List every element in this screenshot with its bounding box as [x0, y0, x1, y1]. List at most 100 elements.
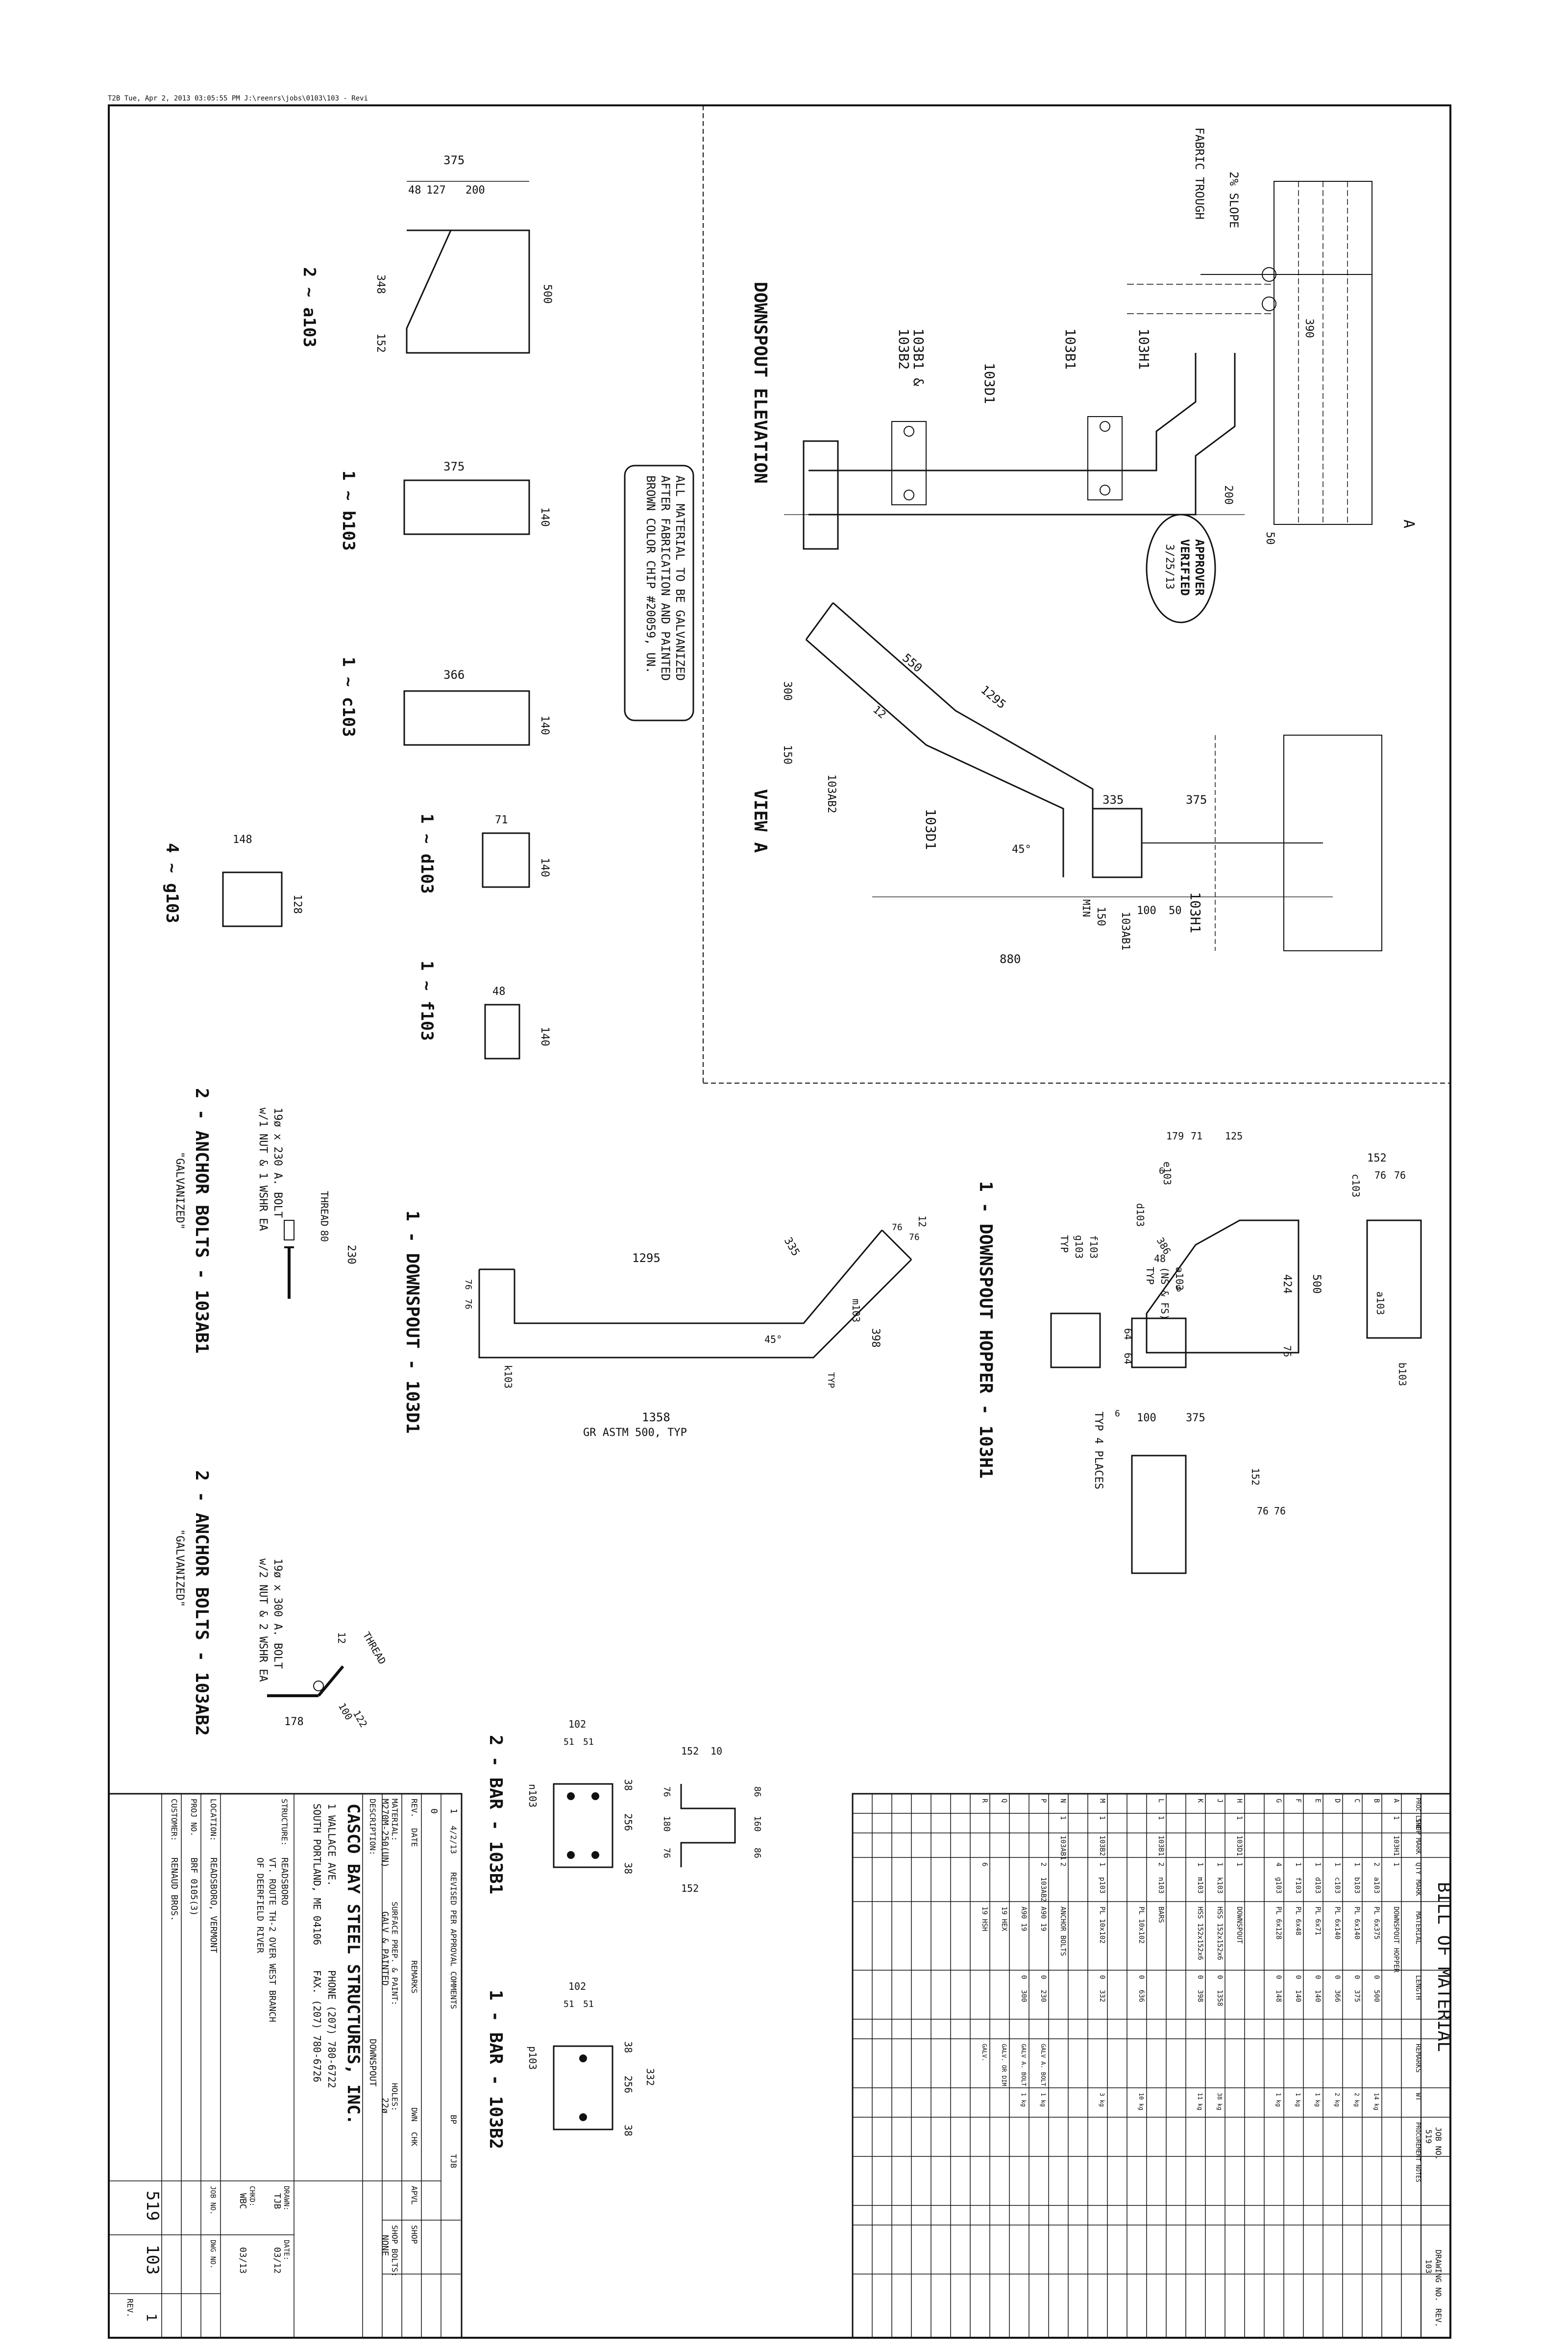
svg-text:DOWNSPOUT: DOWNSPOUT: [1235, 1906, 1243, 1944]
svg-text:0: 0: [1098, 1975, 1106, 1979]
svg-text:1 WALLACE AVE.: 1 WALLACE AVE.: [326, 1804, 338, 1886]
svg-text:152: 152: [681, 1745, 699, 1757]
svg-text:m103: m103: [1196, 1877, 1204, 1894]
svg-text:2 kg: 2 kg: [1334, 2093, 1341, 2107]
svg-text:140: 140: [539, 507, 551, 527]
svg-text:JOB NO.: JOB NO.: [209, 2186, 217, 2215]
svg-text:"GALVANIZED": "GALVANIZED": [173, 1529, 186, 1607]
svg-text:1: 1: [1059, 1816, 1067, 1820]
svg-text:SURFACE PREP. & PAINT:: SURFACE PREP. & PAINT:: [390, 1902, 399, 2005]
svg-text:0: 0: [1314, 1975, 1322, 1979]
svg-text:0: 0: [1196, 1975, 1204, 1979]
bar-103b2: p103 38 256 38 102 51 51 332 1 - BAR - 1…: [486, 1980, 656, 2149]
svg-text:E: E: [1314, 1799, 1322, 1803]
svg-text:335: 335: [1102, 793, 1124, 807]
svg-text:PL 6x140: PL 6x140: [1353, 1906, 1361, 1939]
svg-text:MATERIAL: MATERIAL: [1414, 1911, 1422, 1944]
svg-text:p103: p103: [527, 2046, 539, 2070]
job-number: 519: [143, 2191, 162, 2221]
svg-text:0: 0: [1039, 1975, 1047, 1979]
svg-text:148: 148: [1274, 1990, 1282, 2002]
bom-row: D 1 c103 PL 6x140 0 366 2 kg: [1333, 1799, 1341, 2107]
svg-text:FABRIC TROUGH: FABRIC TROUGH: [1193, 127, 1206, 220]
plate-a103-title: 2 ~ a103: [299, 267, 319, 347]
svg-text:76: 76: [1274, 1505, 1286, 1517]
svg-text:180: 180: [662, 1816, 672, 1832]
svg-text:366: 366: [1333, 1990, 1341, 2002]
svg-text:398: 398: [1196, 1990, 1204, 2002]
svg-text:PL 6x48: PL 6x48: [1294, 1906, 1302, 1935]
svg-text:g103: g103: [1274, 1877, 1282, 1894]
svg-text:1: 1: [1294, 1862, 1302, 1866]
svg-text:2: 2: [1059, 1862, 1067, 1866]
svg-text:HOLES:: HOLES:: [390, 2083, 399, 2111]
bar-103b2-title: 1 - BAR - 103B2: [486, 1990, 506, 2149]
svg-text:103B1: 103B1: [1062, 328, 1078, 370]
svg-text:103D1: 103D1: [981, 363, 998, 404]
svg-text:ALL MATERIAL TO BE GALVANIZED: ALL MATERIAL TO BE GALVANIZED: [673, 475, 687, 681]
svg-text:HSS 152x152x6: HSS 152x152x6: [1196, 1906, 1204, 1960]
svg-text:178: 178: [284, 1716, 304, 1728]
svg-text:BP: BP: [449, 2115, 458, 2124]
svg-text:ANCHOR BOLTS: ANCHOR BOLTS: [1059, 1906, 1067, 1956]
svg-text:38: 38: [622, 2125, 634, 2136]
svg-text:128: 128: [291, 894, 303, 914]
svg-text:f103: f103: [1088, 1235, 1100, 1259]
svg-text:76: 76: [1257, 1505, 1269, 1517]
svg-text:BRF 0105(3): BRF 0105(3): [189, 1857, 199, 1916]
svg-text:A90 19: A90 19: [1020, 1906, 1028, 1931]
svg-text:DWN: DWN: [410, 2107, 419, 2122]
svg-text:1: 1: [1392, 1816, 1400, 1820]
svg-text:1: 1: [1314, 1862, 1322, 1866]
svg-text:L: L: [1157, 1799, 1165, 1803]
svg-text:76: 76: [909, 1232, 920, 1242]
svg-text:76: 76: [463, 1299, 473, 1310]
svg-text:d103: d103: [1314, 1877, 1322, 1894]
svg-text:76: 76: [662, 1786, 672, 1797]
plate-f103-title: 1 ~ f103: [417, 961, 437, 1041]
svg-text:TJB: TJB: [272, 2193, 282, 2209]
svg-text:127: 127: [426, 184, 446, 197]
svg-text:390: 390: [1303, 319, 1315, 338]
svg-text:76: 76: [892, 1222, 903, 1233]
anchor-bolt-2-title: 2 - ANCHOR BOLTS - 103AB2: [192, 1470, 212, 1736]
svg-text:2% SLOPE: 2% SLOPE: [1227, 172, 1241, 228]
svg-text:103H1: 103H1: [1136, 328, 1152, 370]
view-a-title: VIEW A: [750, 789, 770, 853]
svg-text:0: 0: [1274, 1975, 1282, 1979]
svg-text:SHOP: SHOP: [1414, 1818, 1422, 1835]
svg-text:PL 10x102: PL 10x102: [1137, 1906, 1145, 1944]
svg-text:DOWNSPOUT: DOWNSPOUT: [368, 2039, 378, 2087]
svg-text:500: 500: [1310, 1274, 1323, 1294]
svg-text:6: 6: [1176, 1284, 1181, 1294]
plate-d103: 71 140 1 ~ d103: [417, 814, 551, 894]
svg-text:398: 398: [869, 1328, 882, 1348]
svg-text:48: 48: [1154, 1253, 1166, 1264]
svg-text:76: 76: [1281, 1345, 1293, 1357]
bom-row: Q 19 HEX GALV. OR DIM: [1000, 1799, 1008, 2086]
svg-text:152: 152: [1367, 1152, 1387, 1164]
svg-text:86: 86: [752, 1786, 762, 1797]
svg-text:b103: b103: [1353, 1877, 1361, 1894]
svg-text:1: 1: [1353, 1862, 1361, 1866]
svg-text:140: 140: [539, 1027, 551, 1046]
svg-text:CUSTOMER:: CUSTOMER:: [170, 1799, 179, 1841]
svg-text:VT. ROUTE TH-2 OVER WEST BRANC: VT. ROUTE TH-2 OVER WEST BRANCH: [267, 1857, 277, 2022]
svg-text:1 kg: 1 kg: [1275, 2093, 1282, 2107]
svg-text:10: 10: [710, 1745, 722, 1757]
svg-text:50: 50: [1264, 532, 1276, 545]
svg-text:A90 19: A90 19: [1039, 1906, 1047, 1931]
bom-row: 1 N 103AB1 2 ANCHOR BOLTS: [1059, 1799, 1067, 1956]
svg-text:RENAUD BROS.: RENAUD BROS.: [169, 1857, 179, 1921]
bom-row: PL 10x102 0 636 10 kg: [1137, 1906, 1145, 2110]
svg-text:348: 348: [374, 274, 387, 294]
svg-text:REMARKS: REMARKS: [410, 1960, 419, 1993]
svg-text:DATE: DATE: [410, 1828, 419, 1847]
svg-text:PL 6x128: PL 6x128: [1274, 1906, 1282, 1939]
view-a: 103D1 103AB2 103H1 103AB1 45° MIN 550 12…: [750, 602, 1382, 966]
svg-text:PL 10x102: PL 10x102: [1098, 1906, 1106, 1944]
downspout-title: 1 - DOWNSPOUT - 103D1: [402, 1211, 422, 1434]
svg-text:103B2: 103B2: [896, 328, 912, 370]
svg-text:6: 6: [980, 1862, 988, 1866]
svg-text:11 kg: 11 kg: [1197, 2093, 1203, 2110]
